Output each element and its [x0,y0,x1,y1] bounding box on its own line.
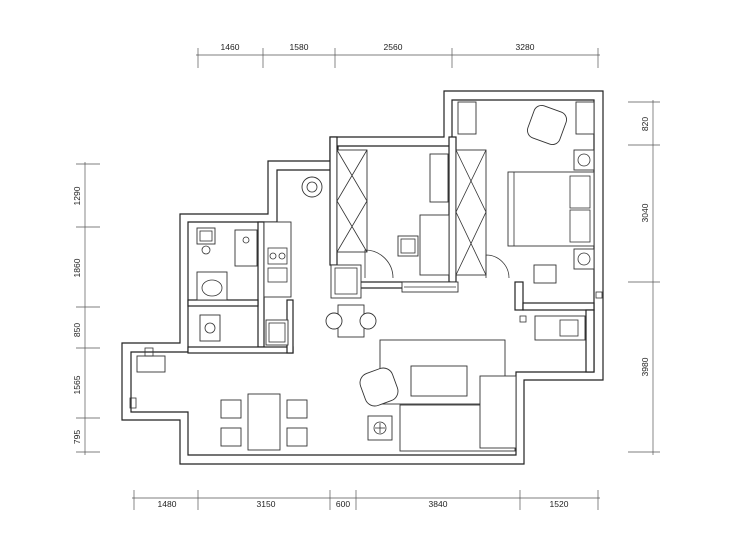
door-swing-master [485,254,510,279]
bottom-dimension-line: 1480 3150 600 3840 1520 [132,490,600,510]
armchair-master [527,105,567,145]
left-dim-4: 1565 [72,375,82,394]
bottom-dim-5: 1520 [550,499,569,509]
top-dim-3: 2560 [384,42,403,52]
study-chair [397,235,419,257]
study-desk [419,214,450,276]
kitchen-counter [263,221,292,298]
right-dim-3: 3980 [640,357,650,376]
armchair-living [359,367,399,407]
left-dimension-line: 1290 1860 850 1565 795 [72,162,100,455]
left-dim-3: 850 [72,323,82,337]
study-shelf [429,153,449,203]
shower-tray [234,229,258,267]
bathroom [196,227,258,342]
top-dimension-line: 1460 1580 2560 3280 [196,42,600,68]
sofa-seat [479,375,517,449]
door-swing-study [364,249,394,279]
storage-left [457,101,477,135]
dining-table [247,393,281,451]
stool-left [325,312,343,330]
bottom-dim-2: 3150 [257,499,276,509]
top-dim-2: 1580 [290,42,309,52]
utility-area [519,291,603,341]
bottom-dim-3: 600 [336,499,350,509]
washing-machine [301,176,323,198]
bed [507,171,595,247]
nightstand-top [573,149,595,171]
outer-wall [121,90,604,465]
wardrobe-left [336,149,368,253]
interior-walls [187,136,595,373]
left-dim-5: 795 [72,430,82,444]
cabinet-low [330,264,362,299]
living-dining [220,304,517,452]
bedroom-desk [533,264,557,284]
bedroom-study [330,149,459,299]
bath-sink [199,314,221,342]
top-dim-4: 3280 [516,42,535,52]
storage-right [575,101,595,135]
bottom-dim-1: 1480 [158,499,177,509]
kitchen [129,176,323,409]
right-dim-2: 3040 [640,203,650,222]
bottom-dim-4: 3840 [429,499,448,509]
stool-right [359,312,377,330]
coffee-table [410,365,468,397]
bedroom-master [455,101,595,284]
right-dimension-line: 820 3040 3980 [628,100,660,455]
left-dim-1: 1290 [72,186,82,205]
wardrobe-right [455,149,487,276]
entry-shelf [136,355,166,373]
fridge [265,319,289,346]
left-dim-2: 1860 [72,258,82,277]
dining-chair-1 [220,399,242,419]
right-dim-1: 820 [640,117,650,131]
dining-chair-4 [286,427,308,447]
nightstand-bottom [573,248,595,270]
toilet-tank [196,227,216,245]
dining-chair-2 [220,427,242,447]
dining-chair-3 [286,399,308,419]
top-dim-1: 1460 [221,42,240,52]
